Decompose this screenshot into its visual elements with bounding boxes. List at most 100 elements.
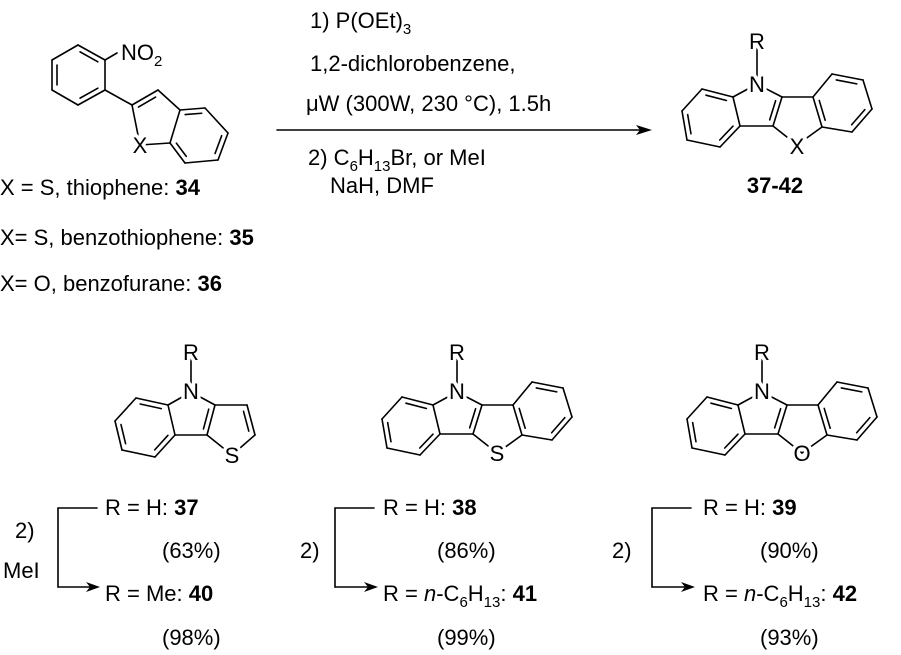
ring-bond	[862, 79, 873, 110]
condition-step1-solvent: 1,2-dichlorobenzene,	[310, 51, 515, 76]
double-bond-line	[850, 108, 866, 126]
variant-35: X= S, benzothiophene: 35	[0, 225, 254, 250]
double-bond-line	[686, 113, 692, 135]
ring-bond	[121, 449, 156, 458]
bond-line	[777, 433, 803, 454]
bond-line	[472, 433, 498, 454]
ring-bond	[419, 433, 441, 456]
ring-bond	[681, 88, 703, 112]
heteroatom-x-label: X	[133, 133, 148, 158]
bond-line	[732, 83, 758, 98]
ring-bond	[812, 96, 823, 128]
double-bond-line	[535, 387, 558, 393]
ring-bond	[836, 381, 869, 389]
ring-bond	[706, 396, 739, 406]
condition-step2-base: NaH, DMF	[330, 173, 434, 198]
ring-bond	[856, 416, 878, 441]
compound-37-r-label: R	[183, 340, 199, 365]
ring-bond	[681, 110, 688, 141]
compound-42-yield: (93%)	[760, 625, 819, 650]
product-n-label: N	[749, 72, 765, 97]
ring-bond	[686, 139, 721, 148]
bond-line	[772, 96, 783, 127]
bond-line	[496, 434, 523, 454]
double-bond-line	[139, 403, 163, 410]
bond-line	[231, 434, 256, 456]
compound-38-label: R = H: 38	[383, 495, 477, 520]
compound-38-s-label: S	[490, 441, 505, 466]
double-bond-line	[823, 407, 831, 430]
bond-lines	[51, 43, 878, 592]
ring-bond	[512, 381, 533, 406]
ring-bond	[217, 132, 229, 161]
ring-bond	[817, 381, 838, 406]
double-bond-line	[723, 433, 739, 449]
double-bond-line	[468, 407, 477, 429]
ring-bond	[867, 387, 878, 418]
ring-bond	[701, 88, 734, 98]
ring-bond	[817, 404, 828, 436]
bond-line	[777, 404, 788, 435]
double-bond-line	[153, 434, 169, 451]
condition-step1-microwave: μW (300W, 230 °C), 1.5h	[306, 91, 551, 116]
compound-41-yield: (99%)	[437, 625, 496, 650]
bracket-arrow-head-icon	[681, 582, 695, 592]
ring-bond	[114, 397, 137, 422]
ring-bond	[51, 44, 79, 61]
ring-bond	[135, 397, 169, 406]
double-bond-line	[818, 99, 826, 122]
reagent-label-1: MeI	[3, 558, 40, 583]
ring-bond	[531, 381, 564, 389]
compound-42-label: R = n-C6H13: 42	[703, 581, 857, 611]
bond-line	[801, 434, 828, 454]
compound-40-label: R = Me: 40	[105, 581, 213, 606]
bond-line	[756, 83, 783, 98]
compound-39-yield: (90%)	[760, 538, 819, 563]
ring-bond	[719, 125, 741, 148]
double-bond-line	[768, 99, 777, 121]
compound-38-r-label: R	[449, 340, 465, 365]
double-bond-line	[242, 410, 250, 432]
ring-bond	[691, 447, 726, 456]
arrow-head-icon	[636, 125, 652, 135]
compound-39-label: R = H: 39	[703, 495, 797, 520]
ring-bond	[179, 107, 206, 111]
double-bond-line	[773, 407, 782, 429]
bond-line	[167, 391, 192, 406]
ring-bond	[77, 44, 106, 61]
bond-line	[456, 391, 483, 406]
double-bond-line	[79, 51, 99, 63]
bond-line	[796, 126, 823, 146]
double-bond-line	[855, 416, 871, 434]
ring-bond	[686, 396, 708, 420]
ring-bond	[381, 418, 388, 449]
bond-line	[206, 404, 216, 436]
ring-bond	[381, 396, 403, 420]
variant-36: X= O, benzofurane: 36	[0, 271, 222, 296]
double-bond-line	[79, 87, 99, 99]
compound-37-label: R = H: 37	[105, 495, 199, 520]
bond-line	[432, 391, 458, 406]
bond-line	[246, 404, 256, 436]
ring-bond	[737, 404, 746, 435]
ring-bond	[169, 109, 181, 144]
double-bond-line	[691, 421, 697, 443]
step-label-2: 2)	[300, 538, 320, 563]
double-bond-line	[835, 79, 858, 85]
variant-34: X = S, thiophene: 34	[0, 175, 201, 200]
double-bond-line	[120, 423, 127, 445]
ring-bond	[154, 434, 176, 458]
bond-line	[190, 391, 216, 406]
double-bond-line	[518, 407, 526, 430]
bond-line	[131, 104, 141, 146]
double-bond-line	[550, 416, 566, 434]
double-bond-line	[840, 387, 863, 393]
bond-line	[139, 142, 171, 146]
product-number: 37-42	[747, 173, 803, 198]
bond-line	[206, 434, 233, 456]
step-label-1: 2)	[15, 518, 35, 543]
double-bond-line	[710, 402, 733, 410]
ring-bond	[204, 107, 229, 134]
double-bond-line	[405, 402, 428, 410]
